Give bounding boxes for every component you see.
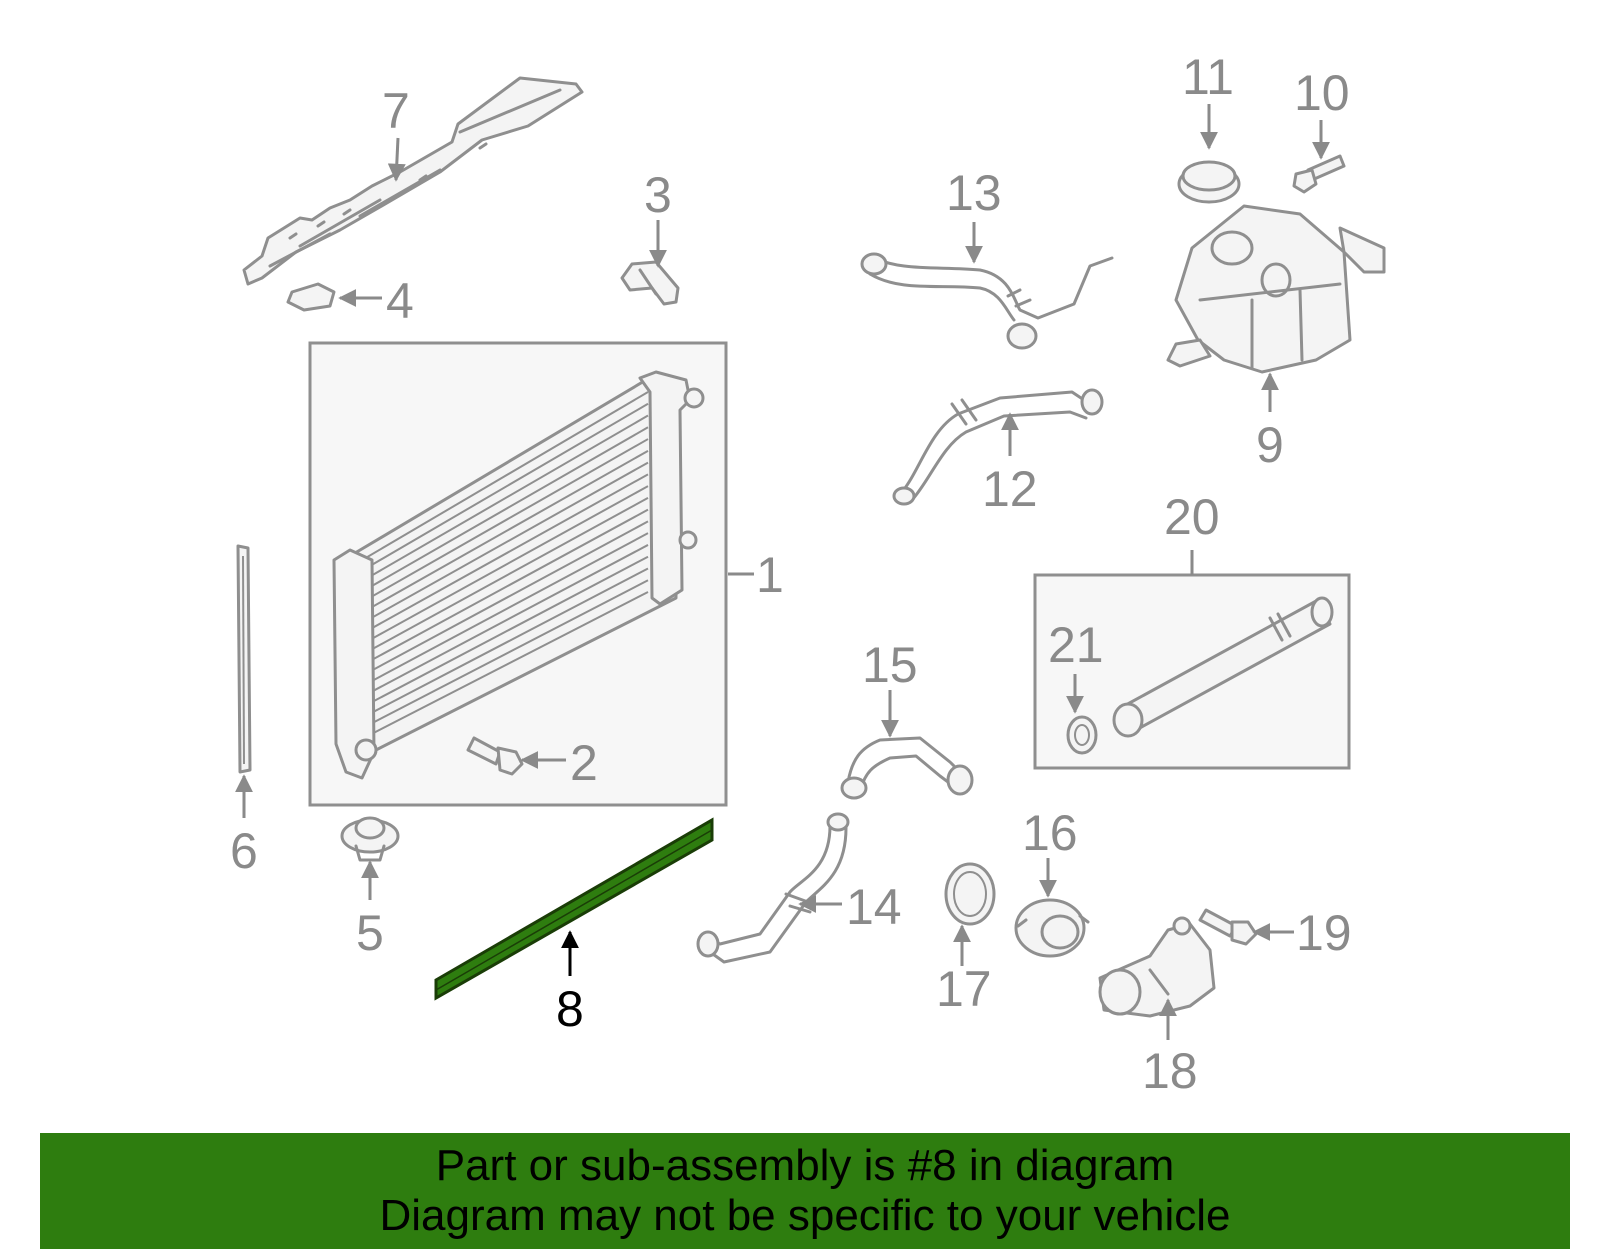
callout-3: 3 — [644, 167, 672, 223]
banner-line-2: Diagram may not be specific to your vehi… — [379, 1191, 1231, 1240]
part-1-radiator[interactable] — [332, 370, 705, 780]
callout-15: 15 — [862, 637, 918, 693]
callout-5: 5 — [356, 905, 384, 961]
part-8-lower-seal[interactable] — [434, 817, 714, 1001]
radiator-fin — [351, 461, 649, 630]
radiator-fin — [351, 438, 649, 609]
part-4-seal[interactable] — [286, 282, 336, 312]
callout-6: 6 — [230, 823, 258, 879]
radiator-fin — [351, 485, 649, 651]
part-9-reservoir[interactable] — [1166, 204, 1386, 374]
part-13-hose[interactable] — [860, 252, 1114, 350]
radiator-fin — [351, 426, 649, 599]
part-15-hose[interactable] — [840, 736, 974, 800]
part-10-bolt[interactable] — [1292, 154, 1346, 194]
callout-19: 19 — [1296, 905, 1352, 961]
part-21-o-ring[interactable] — [1066, 715, 1098, 755]
part-6-side-seal[interactable] — [236, 544, 252, 774]
part-16-thermostat[interactable] — [1014, 898, 1090, 958]
callout-20: 20 — [1164, 489, 1220, 545]
part-3-bracket[interactable] — [620, 260, 680, 306]
callout-labels: 1 2 3 4 5 6 7 8 9 10 11 12 13 14 15 16 1… — [230, 49, 1352, 1099]
callout-10: 10 — [1294, 65, 1350, 121]
callout-14: 14 — [846, 879, 902, 935]
callout-13: 13 — [946, 165, 1002, 221]
radiator-fin — [351, 414, 649, 588]
part-19-bolt[interactable] — [1198, 908, 1258, 946]
part-14-hose[interactable] — [696, 812, 850, 964]
banner-line-1: Part or sub-assembly is #8 in diagram — [435, 1141, 1175, 1190]
part-7-upper-bracket[interactable] — [242, 76, 584, 286]
radiator-fin — [351, 579, 649, 735]
callout-2: 2 — [570, 735, 598, 791]
callout-12: 12 — [982, 461, 1038, 517]
part-11-cap[interactable] — [1177, 160, 1241, 204]
radiator-fin — [351, 591, 649, 745]
radiator-fin — [351, 497, 649, 662]
part-12-hose[interactable] — [892, 388, 1104, 506]
notice-banner: Part or sub-assembly is #8 in diagram Di… — [40, 1133, 1570, 1249]
callout-8: 8 — [556, 981, 584, 1037]
radiator-fin — [351, 520, 649, 683]
radiator-fin — [351, 508, 649, 672]
part-20-pipe[interactable] — [1112, 596, 1334, 738]
part-17-o-ring[interactable] — [944, 862, 996, 926]
callout-11: 11 — [1182, 49, 1234, 105]
radiator-fin — [351, 449, 649, 620]
callout-16: 16 — [1022, 805, 1078, 861]
callout-18: 18 — [1142, 1043, 1198, 1099]
part-5-isolator[interactable] — [340, 816, 400, 862]
radiator-fin — [351, 544, 649, 704]
radiator-fin — [351, 473, 649, 641]
parts-diagram: 1 2 3 4 5 6 7 8 9 10 11 12 13 14 15 16 1… — [230, 49, 1386, 1099]
callout-1: 1 — [756, 547, 784, 603]
radiator-fin — [351, 567, 649, 724]
callout-21: 21 — [1048, 617, 1104, 673]
radiator-fin — [351, 391, 649, 567]
radiator-fin — [351, 555, 649, 714]
part-18-housing[interactable] — [1098, 916, 1216, 1018]
leader-lines — [235, 104, 1330, 1040]
callout-9: 9 — [1256, 417, 1284, 473]
radiator-fin — [351, 532, 649, 693]
radiator-fin — [351, 402, 649, 578]
callout-7: 7 — [382, 83, 410, 139]
part-2-bolt[interactable] — [466, 736, 524, 776]
callout-4: 4 — [386, 273, 414, 329]
callout-17: 17 — [936, 961, 992, 1017]
